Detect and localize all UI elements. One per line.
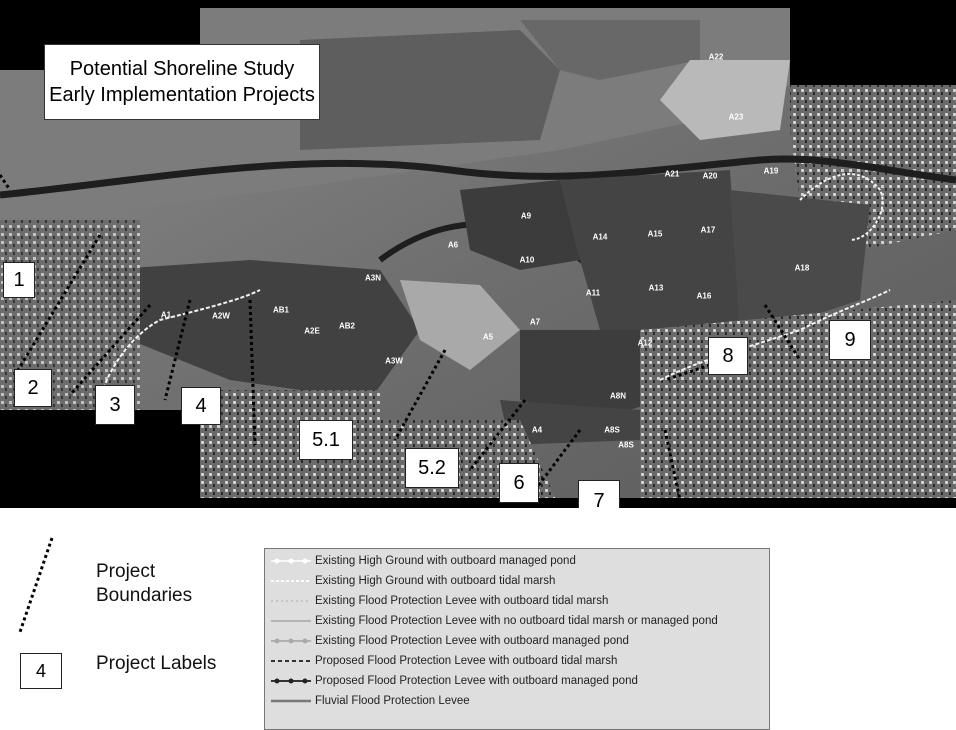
aerial-map[interactable]: A22 A23 A21 A20 A19 A9 A6 A14 A15 A17 A1…: [0, 0, 956, 508]
legend-symbol-icon: [271, 620, 311, 622]
project-label-8[interactable]: 8: [708, 337, 748, 375]
pond-label: A19: [763, 166, 779, 176]
legend-row-text: Existing Flood Protection Levee with out…: [315, 635, 629, 647]
pond-label: A18: [794, 263, 810, 273]
legend-row-text: Proposed Flood Protection Levee with out…: [315, 675, 638, 687]
legend-boundaries-line2: Boundaries: [96, 585, 193, 606]
levee-legend-box: Existing High Ground with outboard manag…: [264, 548, 770, 730]
pond-label: A8S: [604, 425, 620, 435]
map-title-line2: Early Implementation Projects: [49, 84, 315, 106]
pond-label: A17: [700, 225, 716, 235]
legend-row-text: Proposed Flood Protection Levee with out…: [315, 655, 618, 667]
pond-label: A1: [160, 310, 172, 320]
pond-label: A2W: [212, 311, 230, 321]
legend-row: Proposed Flood Protection Levee with out…: [271, 673, 638, 689]
legend-symbol-icon: [271, 638, 311, 644]
legend-row-text: Existing Flood Protection Levee with no …: [315, 615, 718, 627]
map-title-box: Potential Shoreline Study Early Implemen…: [44, 44, 320, 120]
legend-symbol-icon: [271, 699, 311, 703]
legend-row-text: Existing High Ground with outboard manag…: [315, 555, 576, 567]
pond-label: A4: [531, 425, 543, 435]
legend-row: Fluvial Flood Protection Levee: [271, 693, 470, 709]
pond-label: A15: [647, 229, 663, 239]
pond-label: A8N: [609, 391, 627, 401]
pond-label: AB2: [338, 321, 356, 331]
legend-row-text: Existing High Ground with outboard tidal…: [315, 575, 556, 587]
legend-symbol-icon: [271, 678, 311, 684]
legend-project-labels: Project Labels: [96, 653, 217, 674]
pond-label: A13: [648, 283, 664, 293]
pond-label: A5: [482, 332, 494, 342]
legend-sample-label: 4: [20, 653, 62, 689]
project-label-5-1[interactable]: 5.1: [299, 420, 353, 460]
legend-row-text: Fluvial Flood Protection Levee: [315, 695, 470, 707]
legend-symbol-icon: [271, 660, 311, 662]
pond-label: A23: [728, 112, 744, 122]
pond-label: A21: [664, 169, 680, 179]
legend-boundaries-line1: Project: [96, 561, 156, 582]
legend-symbol-icon: [271, 580, 311, 582]
project-label-9[interactable]: 9: [829, 320, 871, 360]
project-label-2[interactable]: 2: [14, 369, 52, 407]
pond-label: A9: [520, 211, 532, 221]
legend-row: Existing Flood Protection Levee with out…: [271, 593, 608, 609]
project-label-5-2[interactable]: 5.2: [405, 448, 459, 488]
map-title-line1: Potential Shoreline Study: [69, 58, 295, 80]
pond-label: A10: [519, 255, 535, 265]
aerial-photo: [0, 0, 956, 508]
pond-label: A20: [702, 171, 718, 181]
legend-row-text: Existing Flood Protection Levee with out…: [315, 595, 609, 607]
pond-label: A12: [637, 338, 653, 348]
project-label-4[interactable]: 4: [181, 387, 221, 425]
pond-label: A8S: [618, 440, 634, 450]
pond-label: A16: [696, 291, 712, 301]
pond-label: A14: [592, 232, 608, 242]
pond-label: A6: [447, 240, 459, 250]
project-label-7[interactable]: 7: [578, 480, 620, 508]
pond-label: A11: [585, 288, 601, 298]
project-label-3[interactable]: 3: [95, 385, 135, 425]
pond-label: A3N: [364, 273, 382, 283]
legend-row: Existing High Ground with outboard manag…: [271, 553, 576, 569]
project-label-1[interactable]: 1: [3, 262, 35, 298]
pond-label: A7: [529, 317, 541, 327]
pond-label: A22: [708, 52, 724, 62]
dotted-boundary-icon: [18, 537, 54, 633]
legend-row: Existing High Ground with outboard tidal…: [271, 573, 555, 589]
pond-label: A2E: [304, 326, 320, 336]
pond-label: A3W: [385, 356, 403, 366]
legend-symbol-icon: [271, 600, 311, 602]
legend-row: Existing Flood Protection Levee with no …: [271, 613, 718, 629]
pond-label: AB1: [272, 305, 290, 315]
legend-row: Existing Flood Protection Levee with out…: [271, 633, 629, 649]
legend-row: Proposed Flood Protection Levee with out…: [271, 653, 617, 669]
project-boundaries: [0, 174, 802, 501]
project-label-6[interactable]: 6: [499, 463, 539, 503]
legend-symbol-icon: [271, 558, 311, 564]
